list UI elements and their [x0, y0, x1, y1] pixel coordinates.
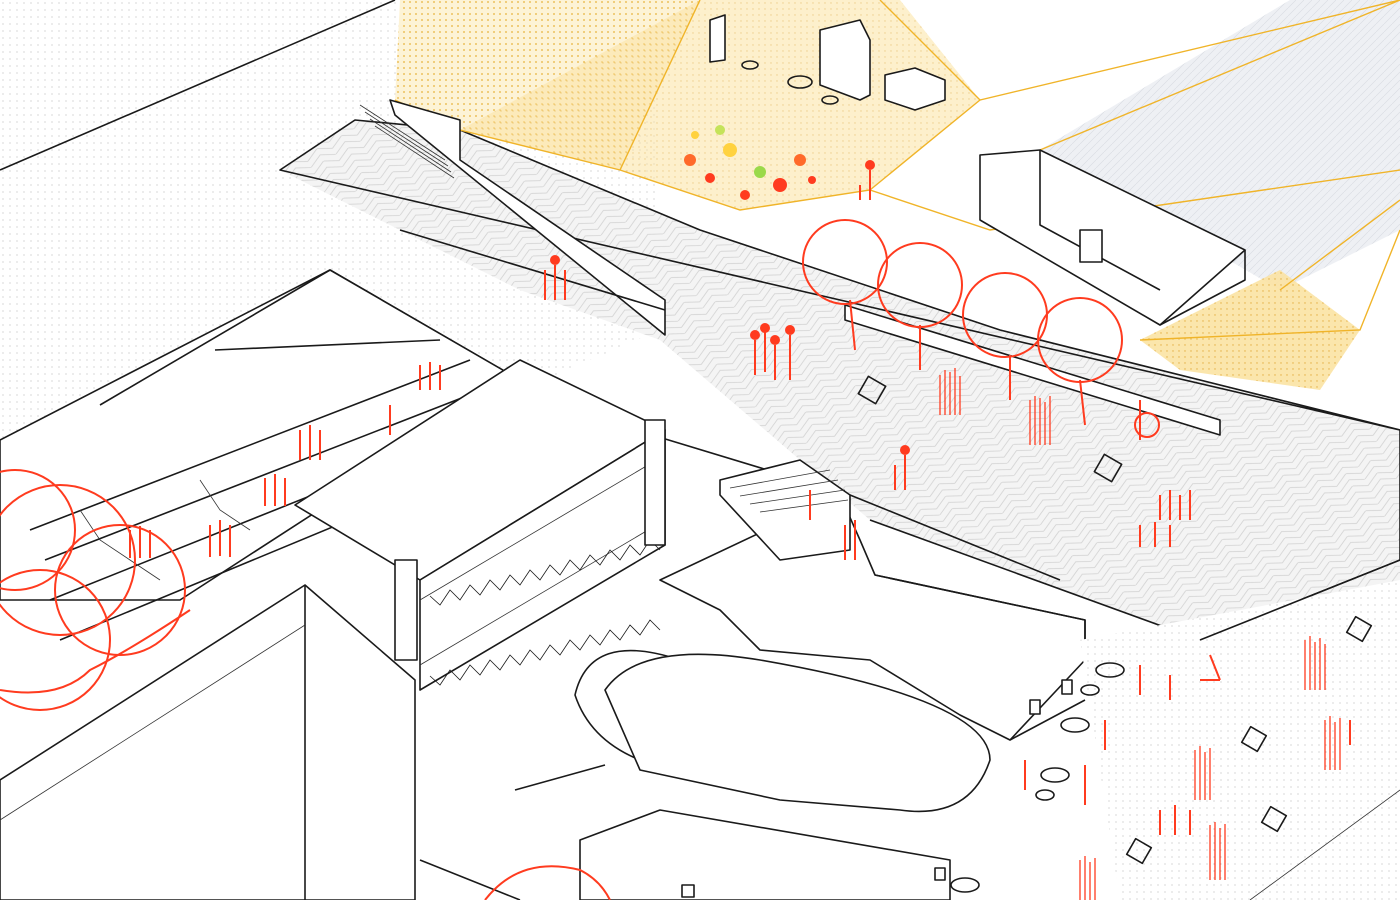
upper-stair [359, 104, 455, 179]
people [129, 160, 1351, 835]
plaza-stair [719, 459, 851, 561]
left-building [0, 584, 416, 900]
plaza-bench [844, 304, 1221, 436]
planted-flowers [684, 125, 816, 200]
central-building [419, 494, 1086, 900]
people-group [129, 160, 1351, 835]
truss-bracing [429, 539, 661, 686]
trees [0, 219, 1123, 900]
garden-planting [684, 14, 946, 200]
plaza-pavilion [979, 149, 1246, 326]
tree-grates [857, 375, 1373, 865]
garden-plots [394, 0, 1400, 390]
stage-truss-canopy [294, 359, 666, 691]
ramp-and-stair [359, 99, 666, 336]
cafe-tables [950, 662, 1125, 893]
reed-planters [939, 368, 1341, 900]
garden-pavilions [709, 14, 946, 111]
